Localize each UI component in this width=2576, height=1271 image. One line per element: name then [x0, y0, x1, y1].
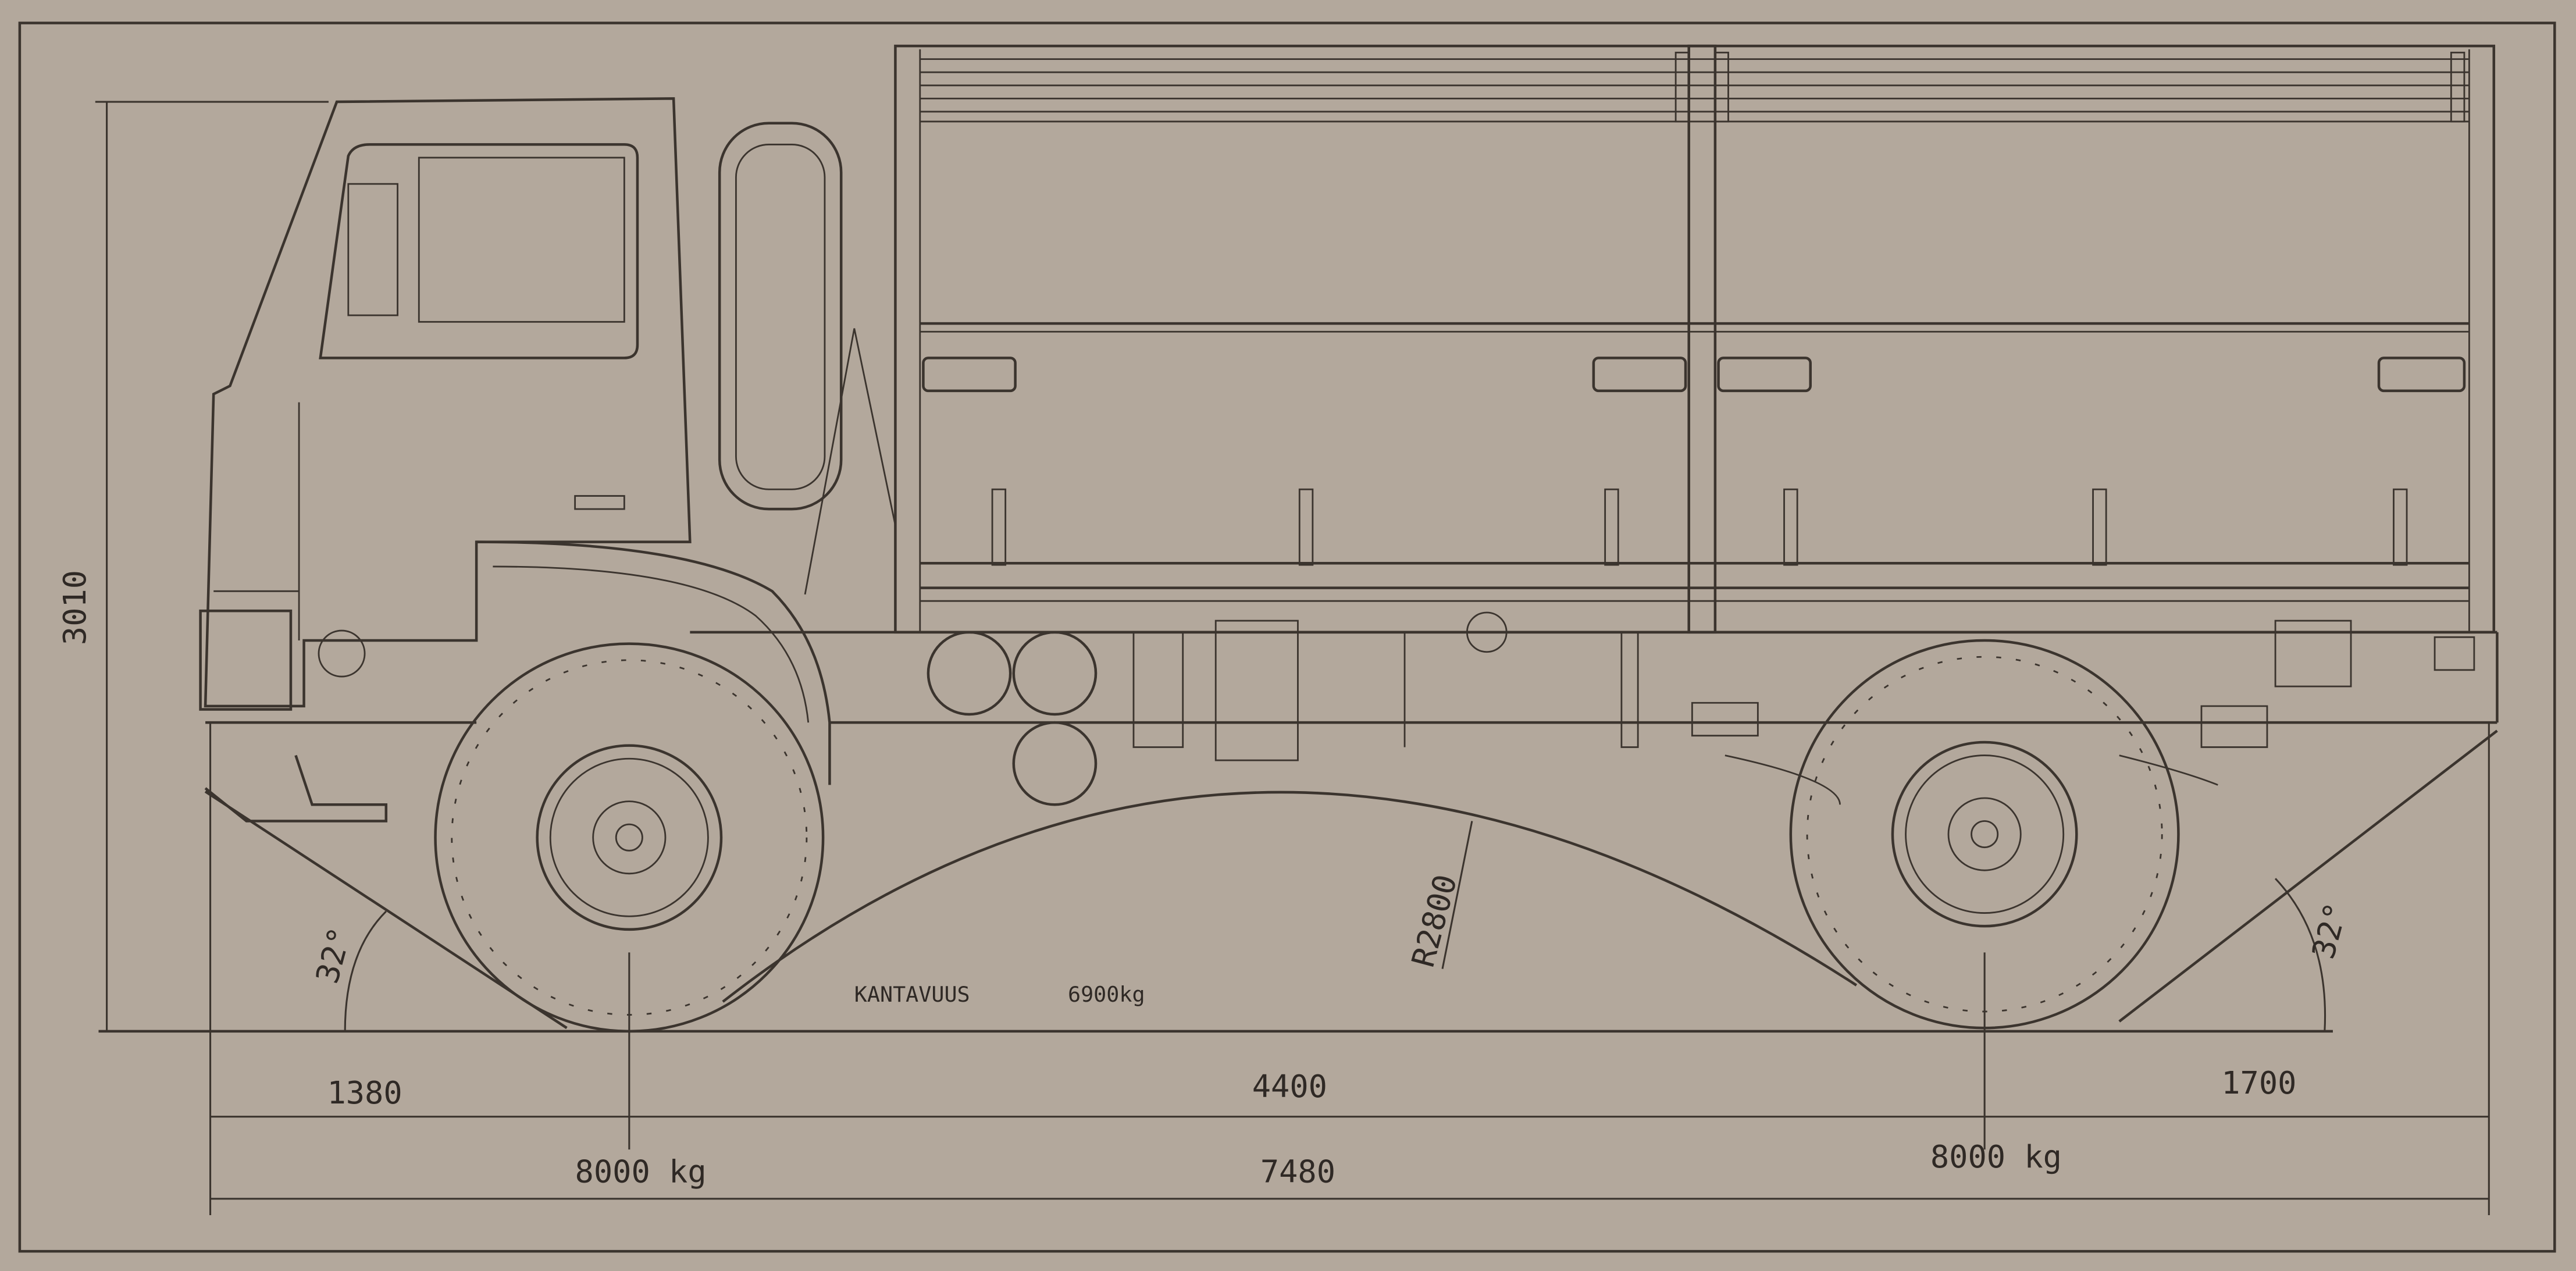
overall-length-dimension: 7480	[1260, 1153, 1335, 1190]
wheelbase-dimension: 4400	[1252, 1068, 1327, 1105]
chassis-frame	[690, 611, 2499, 806]
approach-angle-arc	[344, 910, 387, 1031]
center-post	[1687, 44, 1717, 634]
cab-window	[418, 156, 625, 323]
headlight	[199, 609, 293, 711]
rear-axle-load: 8000 kg	[1930, 1138, 2062, 1175]
drawing-border	[18, 22, 2556, 1253]
departure-angle-arc	[2274, 878, 2326, 1031]
front-axle-load: 8000 kg	[575, 1153, 707, 1190]
mirror	[347, 183, 398, 316]
door-handle	[574, 495, 625, 510]
payload-label: KANTAVUUS	[854, 982, 970, 1007]
rear-overhang-dimension: 1700	[2221, 1064, 2296, 1101]
departure-angle-line	[2118, 729, 2498, 1023]
tarp-slats	[920, 58, 2470, 123]
departure-angle-label: 32°	[2305, 899, 2355, 963]
payload-value: 6900kg	[1068, 982, 1145, 1007]
cargo-bed	[894, 44, 2496, 634]
height-dimension: 3010	[56, 570, 93, 645]
belly-clearance-arc	[722, 791, 1858, 1003]
spare-tire	[718, 122, 843, 511]
cab	[199, 97, 896, 823]
dimension-lines	[95, 101, 2490, 1216]
radius-leader	[1441, 821, 1473, 969]
belly-radius-label: R2800	[1405, 871, 1465, 971]
front-overhang-dimension: 1380	[327, 1074, 402, 1111]
